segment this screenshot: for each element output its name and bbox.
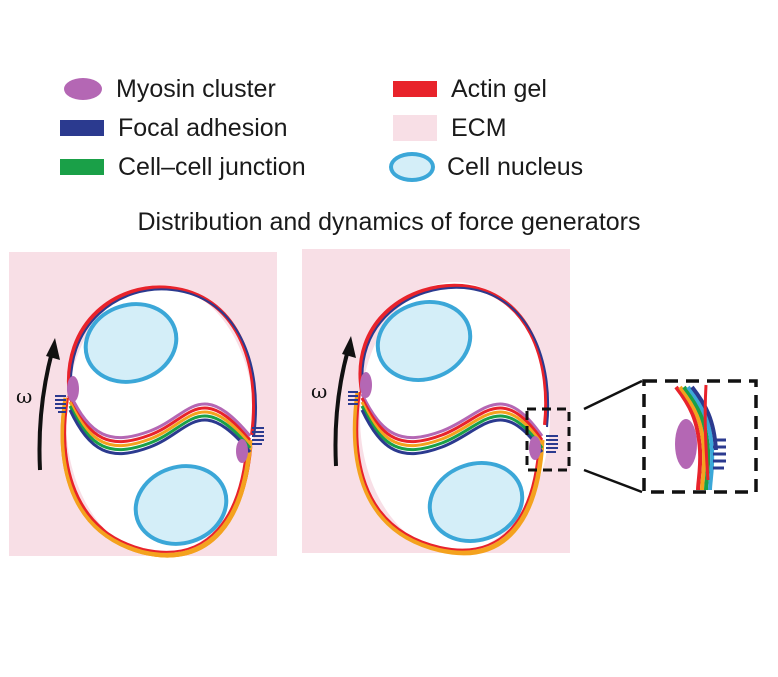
zoom-selection-box [525,407,571,472]
cell-nucleus-top [375,300,473,382]
cell-boundary-lower [352,391,545,556]
legend-label-myosin: Myosin cluster [116,74,276,103]
cell-nucleus-bottom [133,464,229,546]
rotation-arrow [37,351,54,471]
legend-item-myosin: Myosin cluster [64,71,276,107]
cell-nucleus-bottom [427,461,525,543]
legend-item-nucleus: Cell nucleus [389,149,583,185]
focal-adhesion-left [55,395,66,413]
actin-gel-swatch [393,81,437,97]
focal-adhesion-right [252,427,264,445]
zoom-connector-top [583,379,643,411]
rotation-symbol: ω [16,384,32,408]
ecm-swatch [393,115,437,141]
myosin-cluster-left [67,376,79,402]
rotation-arrowhead [342,336,356,358]
focal-adhesion-zoomed [713,438,726,470]
panel-1: ω [9,252,277,558]
zoom-connector-bottom [583,468,643,494]
focal-adhesion-right [546,435,558,453]
legend-label-ecm: ECM [451,113,507,142]
rotation-arrowhead [46,338,60,360]
cell-junction-swatch [60,159,104,175]
legend-label-focal-adhesion: Focal adhesion [118,113,288,142]
cell-cell-junction [68,393,252,456]
legend-item-focal-adhesion: Focal adhesion [60,110,288,146]
cell-boundary-upper [66,285,257,436]
legend-item-cell-junction: Cell–cell junction [60,149,306,185]
cell-nucleus-top [83,302,179,384]
legend-item-actin-gel: Actin gel [393,71,547,107]
zoom-inset [583,379,758,494]
myosin-cluster-left [360,372,372,398]
cell-boundary-upper [358,283,549,426]
myosin-cluster-right [529,436,541,460]
focal-adhesion-left [348,391,358,405]
legend-label-actin-gel: Actin gel [451,74,547,103]
rotation-arrow [333,349,350,467]
legend-label-nucleus: Cell nucleus [447,152,584,181]
rotation-symbol: ω [311,379,327,403]
zoomed-junction [674,384,718,491]
diagram-title: Distribution and dynamics of force gener… [137,208,641,236]
legend-item-ecm: ECM [393,110,507,146]
myosin-swatch [64,78,102,100]
panel-2: ω [302,249,571,556]
myosin-cluster-right [236,439,248,463]
legend: Myosin cluster Focal adhesion Cell–cell … [0,0,778,200]
focal-adhesion-swatch [60,120,104,136]
myosin-cluster-zoomed [675,419,697,469]
nucleus-swatch [389,152,435,182]
legend-label-cell-junction: Cell–cell junction [118,152,306,181]
cell-cell-junction [360,393,544,456]
